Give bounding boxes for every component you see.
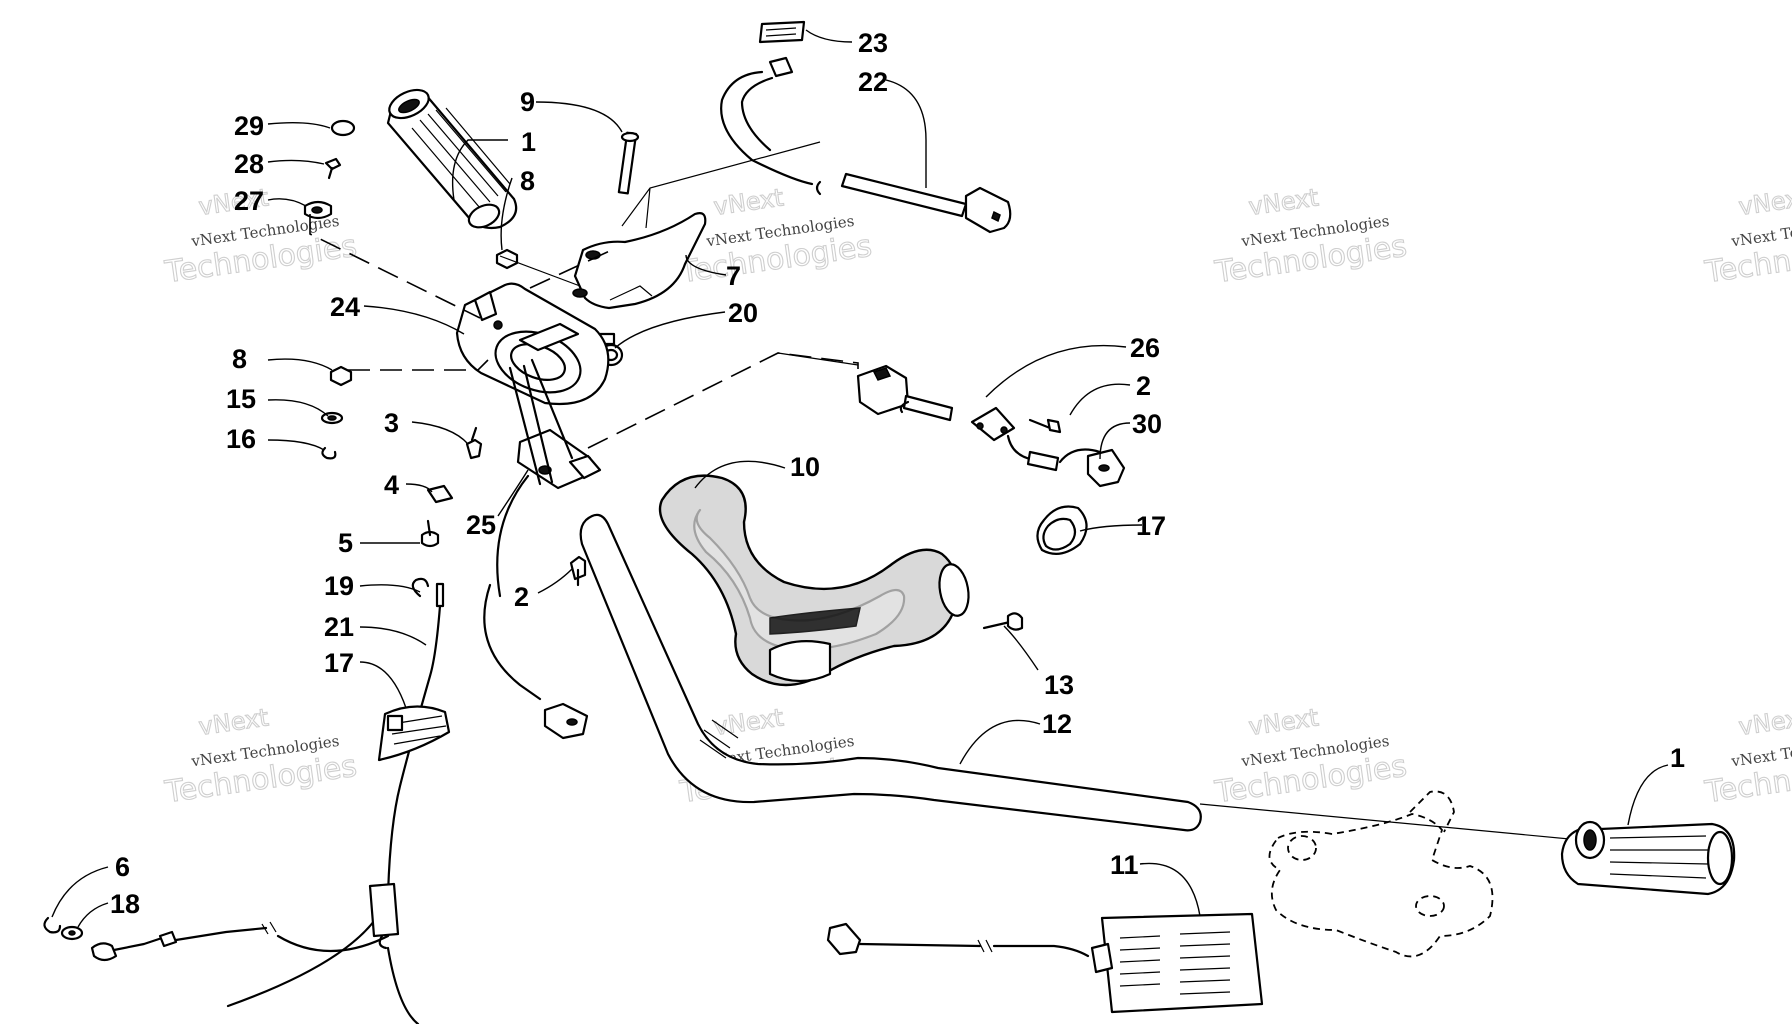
callout-10: 10 <box>790 452 820 482</box>
callout-9: 9 <box>520 87 535 117</box>
callout-27: 27 <box>234 186 264 216</box>
part-16-clip <box>321 446 337 460</box>
part-cable-end <box>90 921 390 962</box>
part-6-clip <box>43 916 62 934</box>
part-12-handlebar <box>579 513 1202 832</box>
callout-labels: 29 28 27 1 9 8 23 22 7 20 24 8 15 16 3 4… <box>110 28 1685 919</box>
callout-23: 23 <box>858 28 888 58</box>
part-19-eclip <box>411 577 430 598</box>
callout-26: 26 <box>1130 333 1160 363</box>
callout-5: 5 <box>338 528 353 558</box>
part-17-cable-tie-right <box>1036 505 1088 555</box>
leader-box-22 <box>621 141 821 229</box>
watermark-brand: vNext <box>1247 183 1320 220</box>
callout-6: 6 <box>115 852 130 882</box>
part-3-screw <box>465 426 483 460</box>
callout-19: 19 <box>324 571 354 601</box>
part-15-washer <box>320 411 344 425</box>
callout-22: 22 <box>858 67 888 97</box>
callout-4: 4 <box>384 470 399 500</box>
part-5-screw <box>420 519 440 548</box>
watermark-brand: vNext <box>1737 183 1792 220</box>
part-2-screw-left <box>569 555 587 587</box>
watermark-brand: vNext <box>712 183 785 220</box>
callout-17-lower: 17 <box>324 648 354 678</box>
part-18-ferrule <box>60 925 84 941</box>
callout-1-right-grip: 1 <box>1670 743 1685 773</box>
part-4-plate <box>426 484 454 504</box>
part-brake-lever-outline <box>1268 790 1494 958</box>
part-27-washer <box>303 200 333 220</box>
part-17-cable-tie-lower <box>377 705 451 762</box>
watermark-3: vNext vNext Technologies Technologies <box>1212 183 1410 291</box>
part-24-throttle-housing <box>455 282 610 405</box>
part-8-nut-lower <box>329 365 353 387</box>
callout-15: 15 <box>226 384 256 414</box>
callout-17-right: 17 <box>1136 511 1166 541</box>
callout-25: 25 <box>466 510 496 540</box>
watermark-brand: vNext <box>197 703 270 740</box>
part-26-connector-bracket <box>856 364 1016 442</box>
part-2-screw-right <box>1028 418 1062 434</box>
part-1-grip-right <box>1560 820 1736 896</box>
callout-29: 29 <box>234 111 264 141</box>
callout-16: 16 <box>226 424 256 454</box>
callout-8-lower: 8 <box>232 344 247 374</box>
callout-3: 3 <box>384 408 399 438</box>
callout-18: 18 <box>110 889 140 919</box>
callout-12: 12 <box>1042 709 1072 739</box>
callout-8-upper: 8 <box>520 166 535 196</box>
part-13-screw <box>982 612 1024 631</box>
callout-21: 21 <box>324 612 354 642</box>
watermark-8: vNext vNext Technologies Technologies <box>1702 703 1792 811</box>
callout-28: 28 <box>234 149 264 179</box>
part-1-grip-left <box>386 88 518 230</box>
part-30-connector <box>1006 434 1126 488</box>
part-10-handlebar-pad <box>658 474 970 687</box>
callout-2-left: 2 <box>514 582 529 612</box>
watermark-brand: vNext <box>712 703 785 740</box>
callout-1-left-grip: 1 <box>521 127 536 157</box>
watermark-4: vNext vNext Technologies Technologies <box>1702 183 1792 291</box>
part-9-bolt <box>617 131 640 195</box>
callout-24: 24 <box>330 292 360 322</box>
watermark-brand: vNext <box>1737 703 1792 740</box>
callout-30: 30 <box>1132 409 1162 439</box>
callout-7: 7 <box>726 261 741 291</box>
part-7-bracket <box>572 212 707 310</box>
part-11-heater-element <box>826 912 1264 1014</box>
callout-20: 20 <box>728 298 758 328</box>
leader-lines <box>51 29 1669 928</box>
part-23-pad <box>758 20 806 44</box>
part-29-cap <box>330 119 356 137</box>
callout-2-right: 2 <box>1136 371 1151 401</box>
watermark-2: vNext vNext Technologies Technologies <box>677 183 875 291</box>
part-25-switch <box>516 428 602 490</box>
part-22-wire-harness <box>720 56 1012 234</box>
watermark-brand: vNext <box>1247 703 1320 740</box>
part-throttle-cable-run <box>483 358 589 740</box>
watermark-7: vNext vNext Technologies Technologies <box>1212 703 1410 811</box>
watermark-5: vNext vNext Technologies Technologies <box>162 703 360 811</box>
callout-13: 13 <box>1044 670 1074 700</box>
alignment-dashed-lines <box>309 214 859 449</box>
callout-11: 11 <box>1110 850 1139 880</box>
part-28-screw <box>324 157 342 180</box>
